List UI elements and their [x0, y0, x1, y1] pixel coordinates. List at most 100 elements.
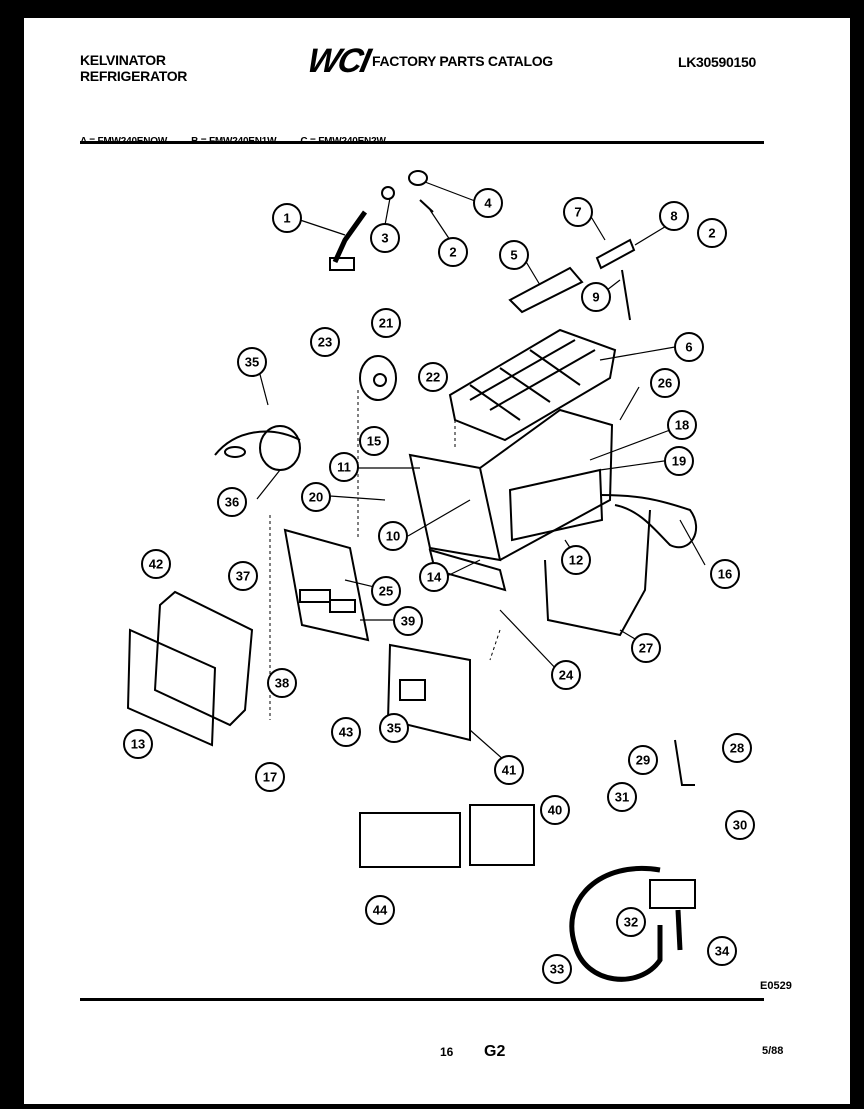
svg-text:3: 3 — [381, 231, 388, 246]
heater-element — [599, 494, 697, 549]
callout-14: 14 — [419, 562, 449, 592]
svg-text:7: 7 — [574, 205, 581, 220]
callout-24: 24 — [551, 660, 581, 690]
callout-29: 29 — [628, 745, 658, 775]
ice-mold-tray — [448, 328, 617, 442]
feeler-rod — [329, 170, 434, 271]
water-valve — [569, 739, 696, 982]
svg-text:2: 2 — [708, 226, 715, 241]
svg-text:25: 25 — [379, 584, 393, 599]
callout-21: 21 — [371, 308, 401, 338]
svg-text:10: 10 — [386, 529, 400, 544]
callout-19: 19 — [664, 446, 694, 476]
product-type: REFRIGERATOR — [80, 68, 188, 84]
svg-text:42: 42 — [149, 557, 163, 572]
svg-text:11: 11 — [337, 460, 351, 475]
callout-5: 5 — [499, 240, 529, 270]
callout-44: 44 — [365, 895, 395, 925]
svg-text:33: 33 — [550, 962, 564, 977]
svg-text:5: 5 — [510, 248, 517, 263]
callout-36: 36 — [217, 487, 247, 517]
catalog-code: LK30590150 — [678, 54, 756, 70]
svg-text:1: 1 — [283, 211, 290, 226]
svg-text:14: 14 — [427, 570, 442, 585]
callout-12: 12 — [561, 545, 591, 575]
front-cover — [126, 590, 254, 747]
callout-25: 25 — [371, 576, 401, 606]
svg-text:37: 37 — [236, 569, 250, 584]
brand-block: KELVINATOR REFRIGERATOR — [80, 52, 187, 84]
section-code: G2 — [484, 1043, 506, 1060]
callout-18: 18 — [667, 410, 697, 440]
callout-41: 41 — [494, 755, 524, 785]
callout-35b: 35 — [379, 713, 409, 743]
tube-kit-box — [469, 804, 535, 866]
svg-text:18: 18 — [675, 418, 689, 433]
model-a: A = FMW240ENOW — [80, 136, 168, 147]
svg-text:8: 8 — [670, 209, 677, 224]
callout-22: 22 — [418, 362, 448, 392]
svg-text:29: 29 — [636, 753, 650, 768]
svg-text:6: 6 — [685, 340, 692, 355]
callout-1: 1 — [272, 203, 302, 233]
leader-lines — [256, 181, 706, 769]
callout-34: 34 — [707, 936, 737, 966]
svg-text:35: 35 — [245, 355, 259, 370]
callout-13: 13 — [123, 729, 153, 759]
callout-40: 40 — [540, 795, 570, 825]
callout-15: 15 — [359, 426, 389, 456]
svg-text:26: 26 — [658, 376, 672, 391]
drive-motor — [214, 425, 301, 471]
svg-text:22: 22 — [426, 370, 440, 385]
svg-text:12: 12 — [569, 553, 583, 568]
hardware-kit-box — [359, 812, 461, 868]
model-c: C = FMW240EN2W — [300, 136, 386, 147]
callout-32: 32 — [616, 907, 646, 937]
svg-text:2: 2 — [449, 245, 456, 260]
control-board — [386, 643, 471, 742]
svg-text:40: 40 — [548, 803, 562, 818]
callout-38: 38 — [267, 668, 297, 698]
svg-text:30: 30 — [733, 818, 747, 833]
svg-text:24: 24 — [559, 668, 574, 683]
callout-37: 37 — [228, 561, 258, 591]
callout-35a: 35 — [237, 347, 267, 377]
callout-2b: 2 — [697, 218, 727, 248]
svg-text:27: 27 — [639, 641, 653, 656]
brand-name: KELVINATOR — [80, 52, 166, 68]
svg-text:16: 16 — [718, 567, 732, 582]
diagram-code: E0529 — [760, 980, 792, 992]
callout-20: 20 — [301, 482, 331, 512]
callout-7: 7 — [563, 197, 593, 227]
callout-23: 23 — [310, 327, 340, 357]
svg-text:23: 23 — [318, 335, 332, 350]
svg-text:36: 36 — [225, 495, 239, 510]
callout-11: 11 — [329, 452, 359, 482]
callout-9: 9 — [581, 282, 611, 312]
svg-text:9: 9 — [592, 290, 599, 305]
svg-text:38: 38 — [275, 676, 289, 691]
svg-text:35: 35 — [387, 721, 401, 736]
callout-8: 8 — [659, 201, 689, 231]
svg-text:34: 34 — [715, 944, 730, 959]
mold-cover-bar — [508, 238, 636, 321]
callout-3: 3 — [370, 223, 400, 253]
svg-text:20: 20 — [309, 490, 323, 505]
header-rule — [80, 141, 764, 144]
model-list: A = FMW240ENOW B = FMW240EN1W C = FMW240… — [80, 136, 386, 147]
svg-text:15: 15 — [367, 434, 381, 449]
svg-text:13: 13 — [131, 737, 145, 752]
svg-text:4: 4 — [484, 196, 492, 211]
svg-text:28: 28 — [730, 741, 744, 756]
callout-31: 31 — [607, 782, 637, 812]
callout-16: 16 — [710, 559, 740, 589]
callout-27: 27 — [631, 633, 661, 663]
callout-39: 39 — [393, 606, 423, 636]
svg-text:43: 43 — [339, 725, 353, 740]
svg-text:39: 39 — [401, 614, 415, 629]
svg-text:41: 41 — [502, 763, 516, 778]
callout-42: 42 — [141, 549, 171, 579]
callout-43: 43 — [331, 717, 361, 747]
callout-2a: 2 — [438, 237, 468, 267]
